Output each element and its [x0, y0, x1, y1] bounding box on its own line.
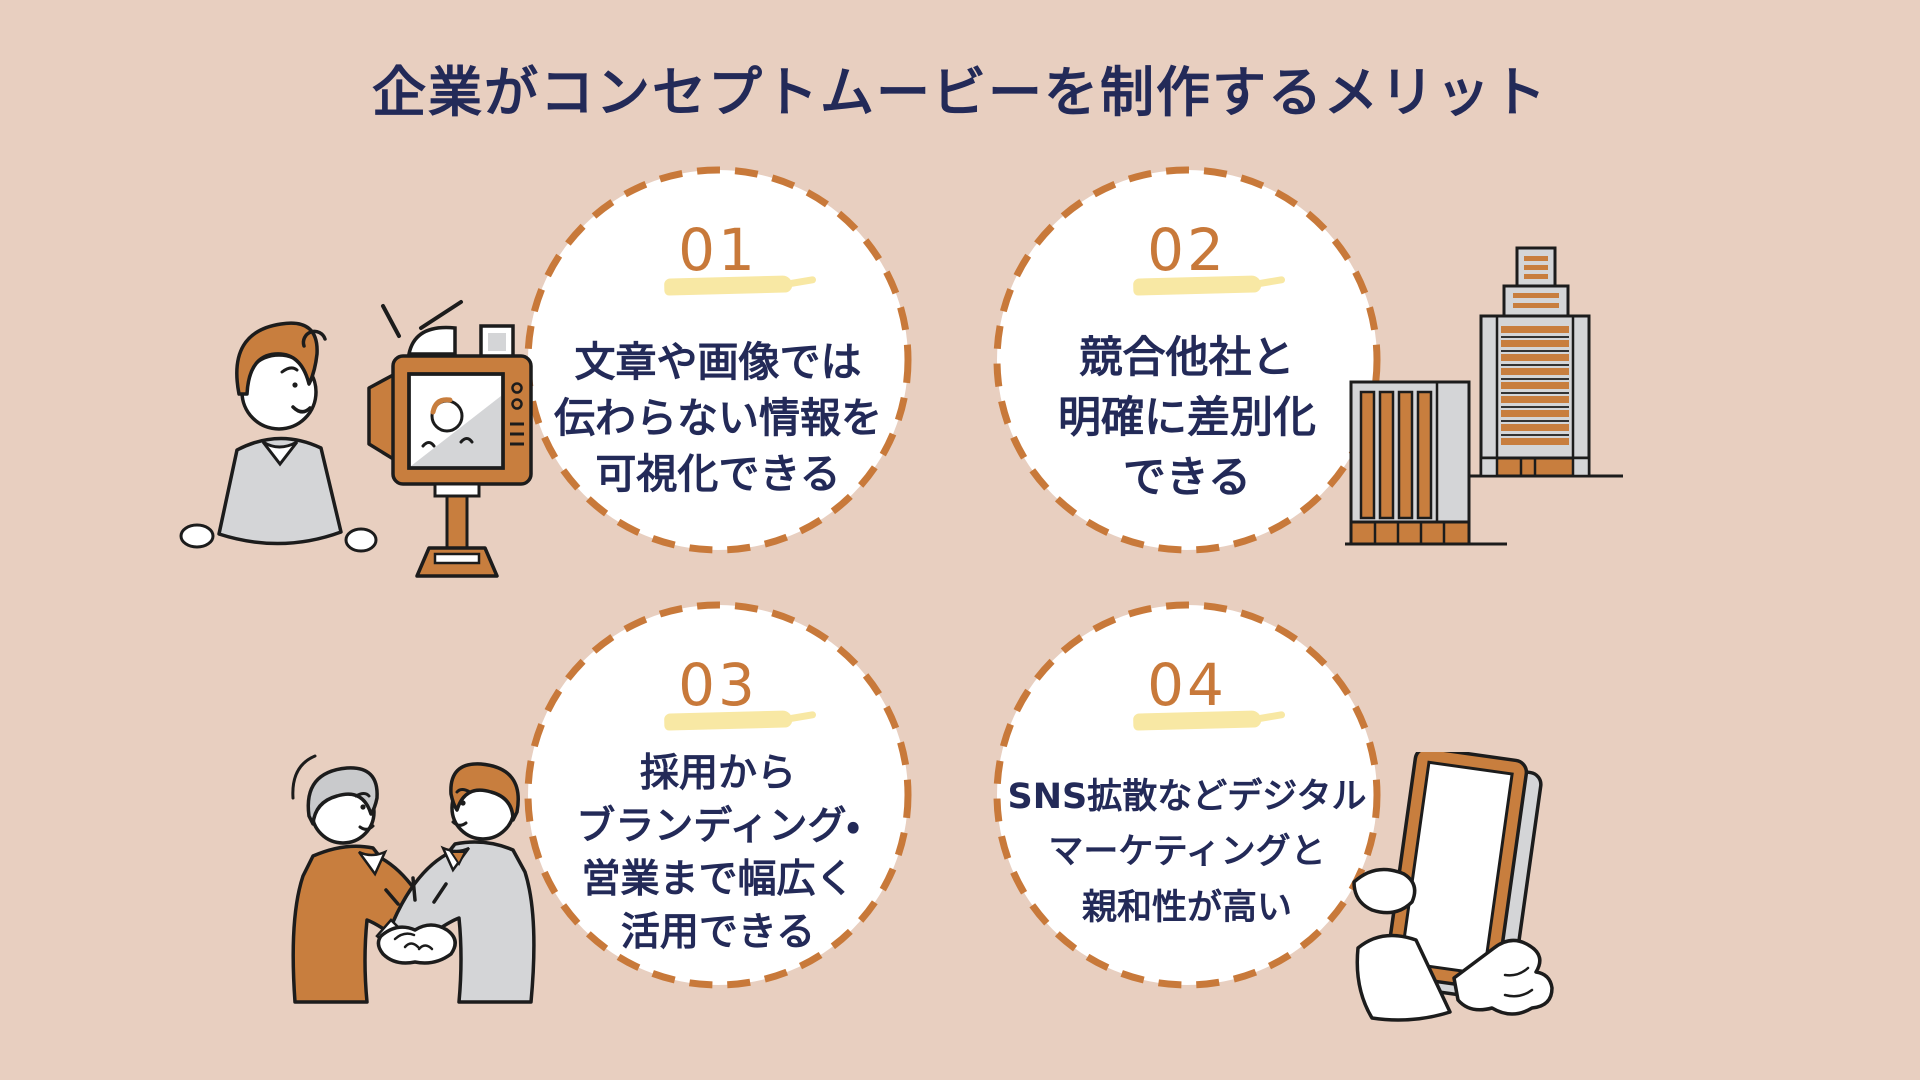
buildings-illustration: [1345, 246, 1623, 546]
benefit-card-3: 03 採用から ブランディング・ 営業まで幅広く 活用できる: [523, 600, 913, 990]
page-title: 企業がコンセプトムービーを制作するメリット: [372, 61, 1548, 124]
handshake-illustration: [291, 754, 536, 1004]
benefit-text-line: 活用できる: [620, 910, 816, 956]
dashed-circle-icon: [524, 601, 912, 989]
benefit-text: 競合他社と 明確に差別化 できる: [1000, 315, 1374, 521]
benefit-text-line: SNS拡散などデジタル: [1007, 777, 1367, 818]
benefit-card-2: 02 競合他社と 明確に差別化 できる: [992, 165, 1382, 555]
benefit-text-line: ブランディング・: [576, 803, 860, 849]
benefit-text-line: 伝わらない情報を: [554, 393, 882, 442]
benefit-number: 04: [1147, 651, 1227, 719]
benefit-text-line: 競合他社と: [1079, 332, 1295, 383]
benefit-text-line: 営業まで幅広く: [581, 857, 855, 902]
benefit-number: 01: [678, 216, 758, 284]
benefit-number: 03: [678, 651, 758, 719]
camera-person-illustration: [179, 300, 533, 578]
benefit-text-line: 文章や画像では: [574, 337, 862, 386]
benefit-text-line: 明確に差別化: [1058, 392, 1316, 443]
benefit-text: SNS拡散などデジタル マーケティングと 親和性が高い: [1000, 750, 1374, 956]
dashed-circle-icon: [993, 166, 1381, 554]
dashed-circle-icon: [524, 166, 912, 554]
benefit-text-line: できる: [1122, 453, 1252, 504]
benefit-text: 採用から ブランディング・ 営業まで幅広く 活用できる: [531, 750, 905, 956]
benefit-text-line: 親和性が高い: [1081, 887, 1292, 928]
benefit-text: 文章や画像では 伝わらない情報を 可視化できる: [531, 315, 905, 521]
benefit-card-4: 04 SNS拡散などデジタル マーケティングと 親和性が高い: [992, 600, 1382, 990]
benefit-number: 02: [1147, 216, 1227, 284]
benefit-text-line: 採用から: [639, 750, 796, 796]
benefit-card-1: 01 文章や画像では 伝わらない情報を 可視化できる: [523, 165, 913, 555]
dashed-circle-icon: [993, 601, 1381, 989]
benefit-text-line: マーケティングと: [1048, 832, 1326, 873]
phone-hand-illustration: [1352, 752, 1554, 1022]
benefit-text-line: 可視化できる: [595, 450, 841, 499]
